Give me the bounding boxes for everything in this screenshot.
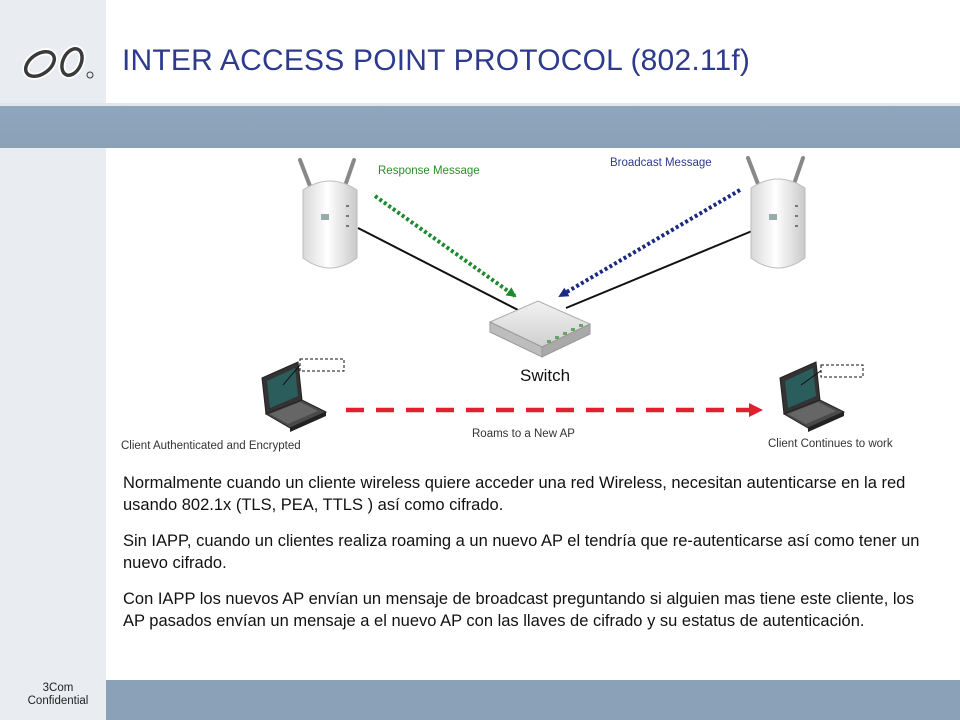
client-laptop-right xyxy=(779,361,864,432)
access-point-left xyxy=(298,158,358,269)
3com-logo-icon xyxy=(22,45,94,80)
footer-text: 3Com Confidential xyxy=(16,682,100,708)
cable-left-ap xyxy=(357,227,523,313)
body-text: Normalmente cuando un cliente wireless q… xyxy=(123,472,923,646)
access-point-right xyxy=(746,156,806,269)
client-right-label: Client Continues to work xyxy=(768,438,893,450)
wireless-access-point-icon xyxy=(298,158,358,269)
body-paragraph: Normalmente cuando un cliente wireless q… xyxy=(123,474,906,514)
response-message-arrow xyxy=(373,194,517,298)
footer-band xyxy=(106,680,960,720)
broadcast-message-label: Broadcast Message xyxy=(610,157,712,169)
roams-label: Roams to a New AP xyxy=(472,428,575,440)
broadcast-message-arrow xyxy=(558,188,742,298)
wireless-access-point-icon xyxy=(746,156,806,269)
client-laptop-left xyxy=(261,358,345,432)
slide-title: INTER ACCESS POINT PROTOCOL (802.11f) xyxy=(122,44,751,77)
client-left-label: Client Authenticated and Encrypted xyxy=(121,440,301,452)
client-card-left xyxy=(299,358,345,372)
response-message-label: Response Message xyxy=(378,165,480,177)
header-band xyxy=(0,103,960,148)
body-paragraph: Sin IAPP, cuando un clientes realiza roa… xyxy=(123,532,920,572)
footer-classification: Confidential xyxy=(27,695,89,707)
switch-label: Switch xyxy=(520,366,571,385)
network-switch-icon xyxy=(488,300,592,358)
footer-company: 3Com xyxy=(42,682,74,694)
cable-right-ap xyxy=(565,230,753,309)
body-paragraph: Con IAPP los nuevos AP envían un mensaje… xyxy=(123,590,914,630)
client-card-right xyxy=(820,364,864,378)
network-switch xyxy=(488,300,592,358)
laptop-icon xyxy=(779,361,846,432)
